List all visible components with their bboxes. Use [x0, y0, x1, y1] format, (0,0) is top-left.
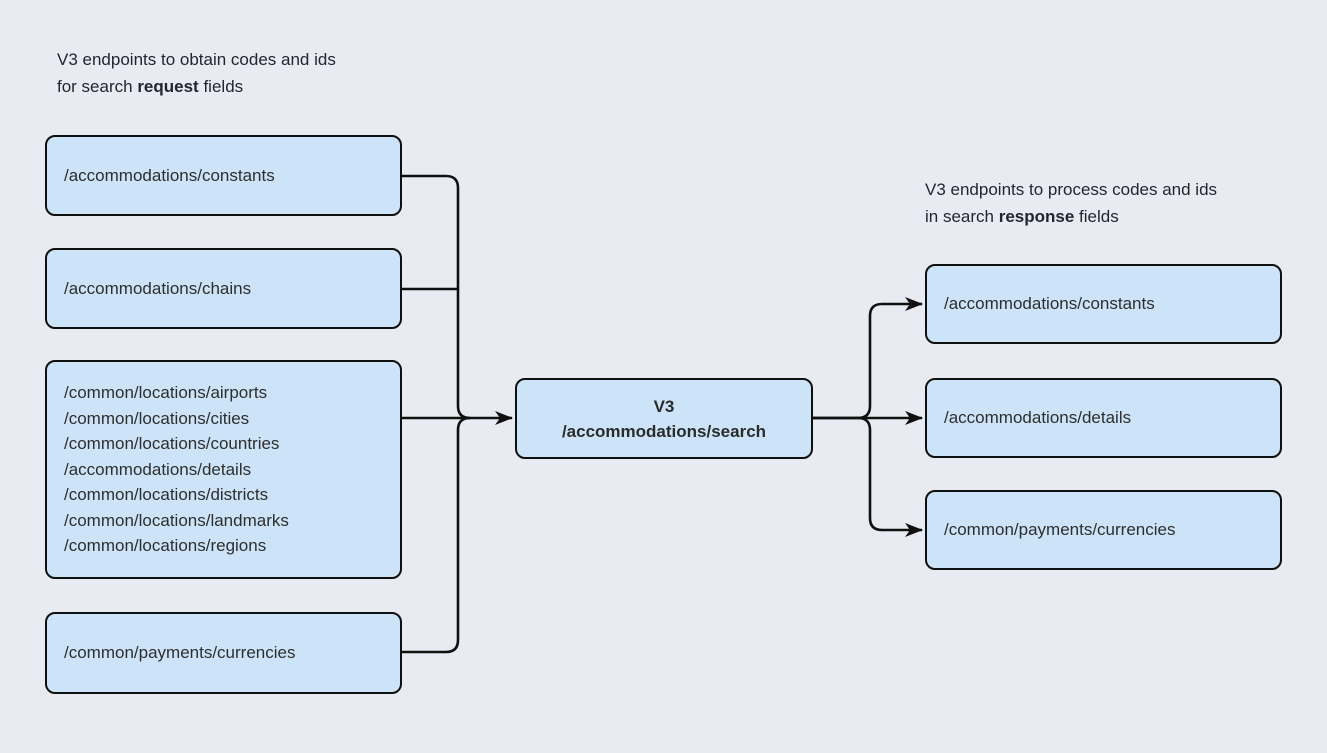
endpoint-label: /accommodations/details [944, 408, 1132, 428]
search-node-version: V3 [653, 396, 675, 416]
endpoint-label: /accommodations/constants [64, 165, 275, 185]
edge-constants-to-search [402, 174, 471, 420]
caption-line: for search request fields [57, 77, 244, 96]
endpoint-label: /accommodations/constants [944, 294, 1155, 314]
request-endpoints-caption: V3 endpoints to obtain codes and ids for… [57, 46, 336, 100]
node-accommodations-chains: /accommodations/chains [45, 248, 402, 329]
node-payments-currencies-response: /common/payments/currencies [925, 490, 1282, 570]
endpoint-label: /common/locations/airports [64, 382, 268, 402]
endpoint-label: /common/locations/districts [64, 485, 269, 505]
endpoint-label: /common/payments/currencies [944, 520, 1176, 540]
endpoint-label: /common/payments/currencies [64, 643, 296, 663]
node-accommodations-search: V3 /accommodations/search [515, 378, 813, 459]
edge-search-to-currencies [813, 416, 923, 537]
node-locations-group: /common/locations/airports /common/locat… [45, 360, 402, 579]
endpoint-label: /common/locations/countries [64, 434, 280, 454]
caption-line: in search response fields [925, 207, 1119, 226]
endpoint-label: /accommodations/details [64, 459, 252, 479]
node-payments-currencies-request: /common/payments/currencies [45, 612, 402, 694]
node-accommodations-details-response: /accommodations/details [925, 378, 1282, 458]
node-accommodations-constants-response: /accommodations/constants [925, 264, 1282, 344]
endpoint-label: /common/locations/regions [64, 536, 267, 556]
node-accommodations-constants-request: /accommodations/constants [45, 135, 402, 216]
caption-line: V3 endpoints to process codes and ids [925, 180, 1218, 199]
search-node-path: /accommodations/search [561, 421, 767, 441]
caption-bold-request: request [137, 77, 199, 96]
endpoint-label: /accommodations/chains [64, 278, 252, 298]
endpoint-label: /common/locations/cities [64, 408, 250, 428]
response-endpoints-caption: V3 endpoints to process codes and ids in… [925, 176, 1217, 230]
endpoint-label: /common/locations/landmarks [64, 510, 289, 530]
edge-search-to-constants [813, 297, 923, 420]
edge-currencies-to-search [402, 416, 471, 654]
caption-line: V3 endpoints to obtain codes and ids [57, 50, 336, 69]
caption-bold-response: response [998, 207, 1075, 226]
